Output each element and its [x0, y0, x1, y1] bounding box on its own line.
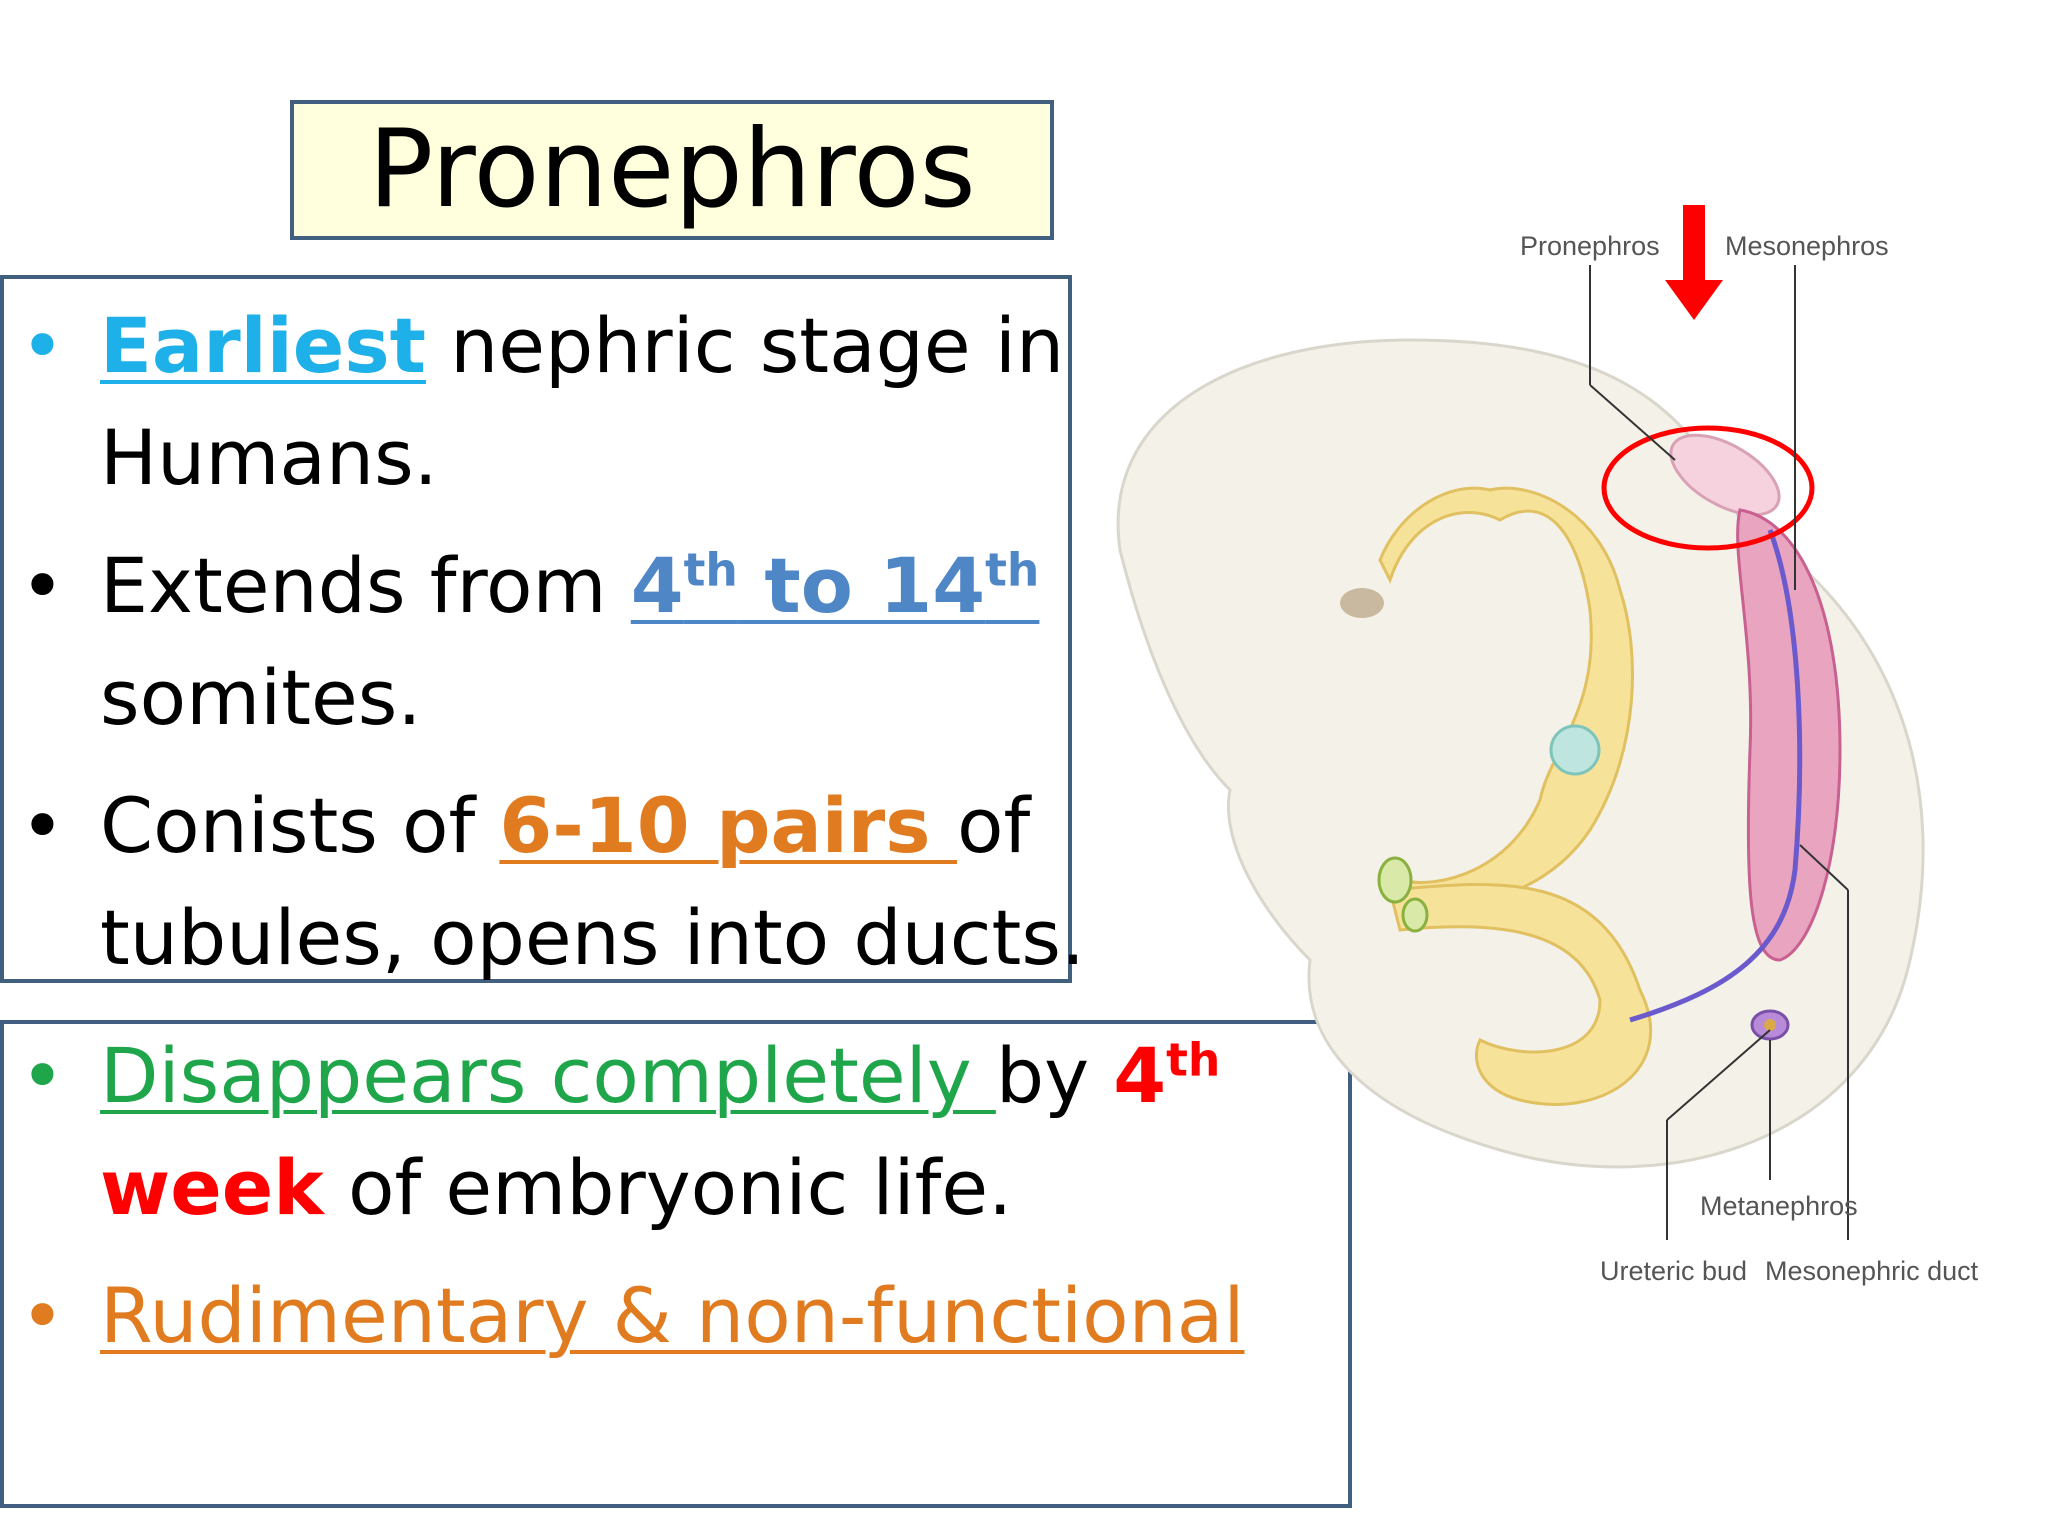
mesonephric-duct	[1629, 529, 1803, 1023]
somite-range: 4th to 14th	[630, 541, 1040, 630]
upper-text-box	[0, 275, 1072, 983]
consists-text: Conists of	[100, 781, 500, 870]
yolk-stalk-ring	[1401, 897, 1429, 933]
bullet-consists: • Conists of 6-10 pairs of tubules, open…	[0, 770, 1360, 994]
label-pronephros: Pronephros	[1520, 231, 1660, 261]
bullet-dot: •	[20, 1271, 65, 1360]
pairs-highlight: 6-10 pairs	[499, 781, 957, 870]
extends-end-text: somites.	[100, 653, 422, 742]
embryo-diagram: Pronephros Mesonephros Metanephros Urete…	[1116, 205, 1979, 1286]
liver-bud	[1549, 724, 1601, 776]
bullet-disappears: • Disappears completely by 4th week of e…	[0, 1020, 1360, 1244]
title-box: Pronephros	[290, 100, 1054, 240]
pronephros-shape	[1669, 433, 1781, 517]
eye-spot	[1340, 588, 1384, 618]
earliest-highlight: Earliest	[100, 301, 426, 390]
label-mesonephric-duct: Mesonephric duct	[1765, 1256, 1979, 1286]
rudimentary-text: Rudimentary & non-functional	[100, 1271, 1245, 1360]
label-mesonephros: Mesonephros	[1725, 231, 1889, 261]
arrow-shaft	[1683, 205, 1705, 285]
leader-ureteric-2	[1666, 1029, 1771, 1121]
leader-mesonephric-duct-2	[1799, 844, 1849, 891]
disappears-end-text: of embryonic life.	[323, 1143, 1013, 1232]
allantois-ring	[1377, 856, 1413, 904]
bullet-dot: •	[20, 1031, 65, 1120]
hindgut	[1388, 882, 1653, 1106]
fourth-week: 4th week	[100, 1031, 1221, 1232]
disappears-highlight: Disappears completely	[100, 1031, 996, 1120]
bullet-rudimentary: • Rudimentary & non-functional	[0, 1260, 1360, 1372]
page-title: Pronephros	[368, 107, 976, 232]
lower-text-box	[0, 1020, 1352, 1508]
pronephros-highlight-ring	[1601, 425, 1815, 551]
bullet-dot: •	[20, 301, 65, 390]
consists-end-text: of tubules, opens into ducts.	[100, 781, 1086, 982]
bullet-dot: •	[20, 781, 65, 870]
bullet-extends: • Extends from 4th to 14th somites.	[0, 530, 1360, 754]
metanephros-center	[1764, 1019, 1776, 1031]
extends-text: Extends from	[100, 541, 631, 630]
disappears-text: by	[995, 1031, 1114, 1120]
bullet-earliest: • Earliest nephric stage in Humans.	[0, 290, 1360, 514]
label-metanephros: Metanephros	[1700, 1191, 1858, 1221]
mesonephros-shape	[1736, 508, 1842, 962]
leader-pronephros-2	[1589, 384, 1676, 461]
earliest-text: nephric stage in Humans.	[100, 301, 1065, 502]
label-ureteric-bud: Ureteric bud	[1600, 1256, 1747, 1286]
bullet-dot: •	[20, 541, 65, 630]
arrow-head	[1665, 280, 1723, 320]
